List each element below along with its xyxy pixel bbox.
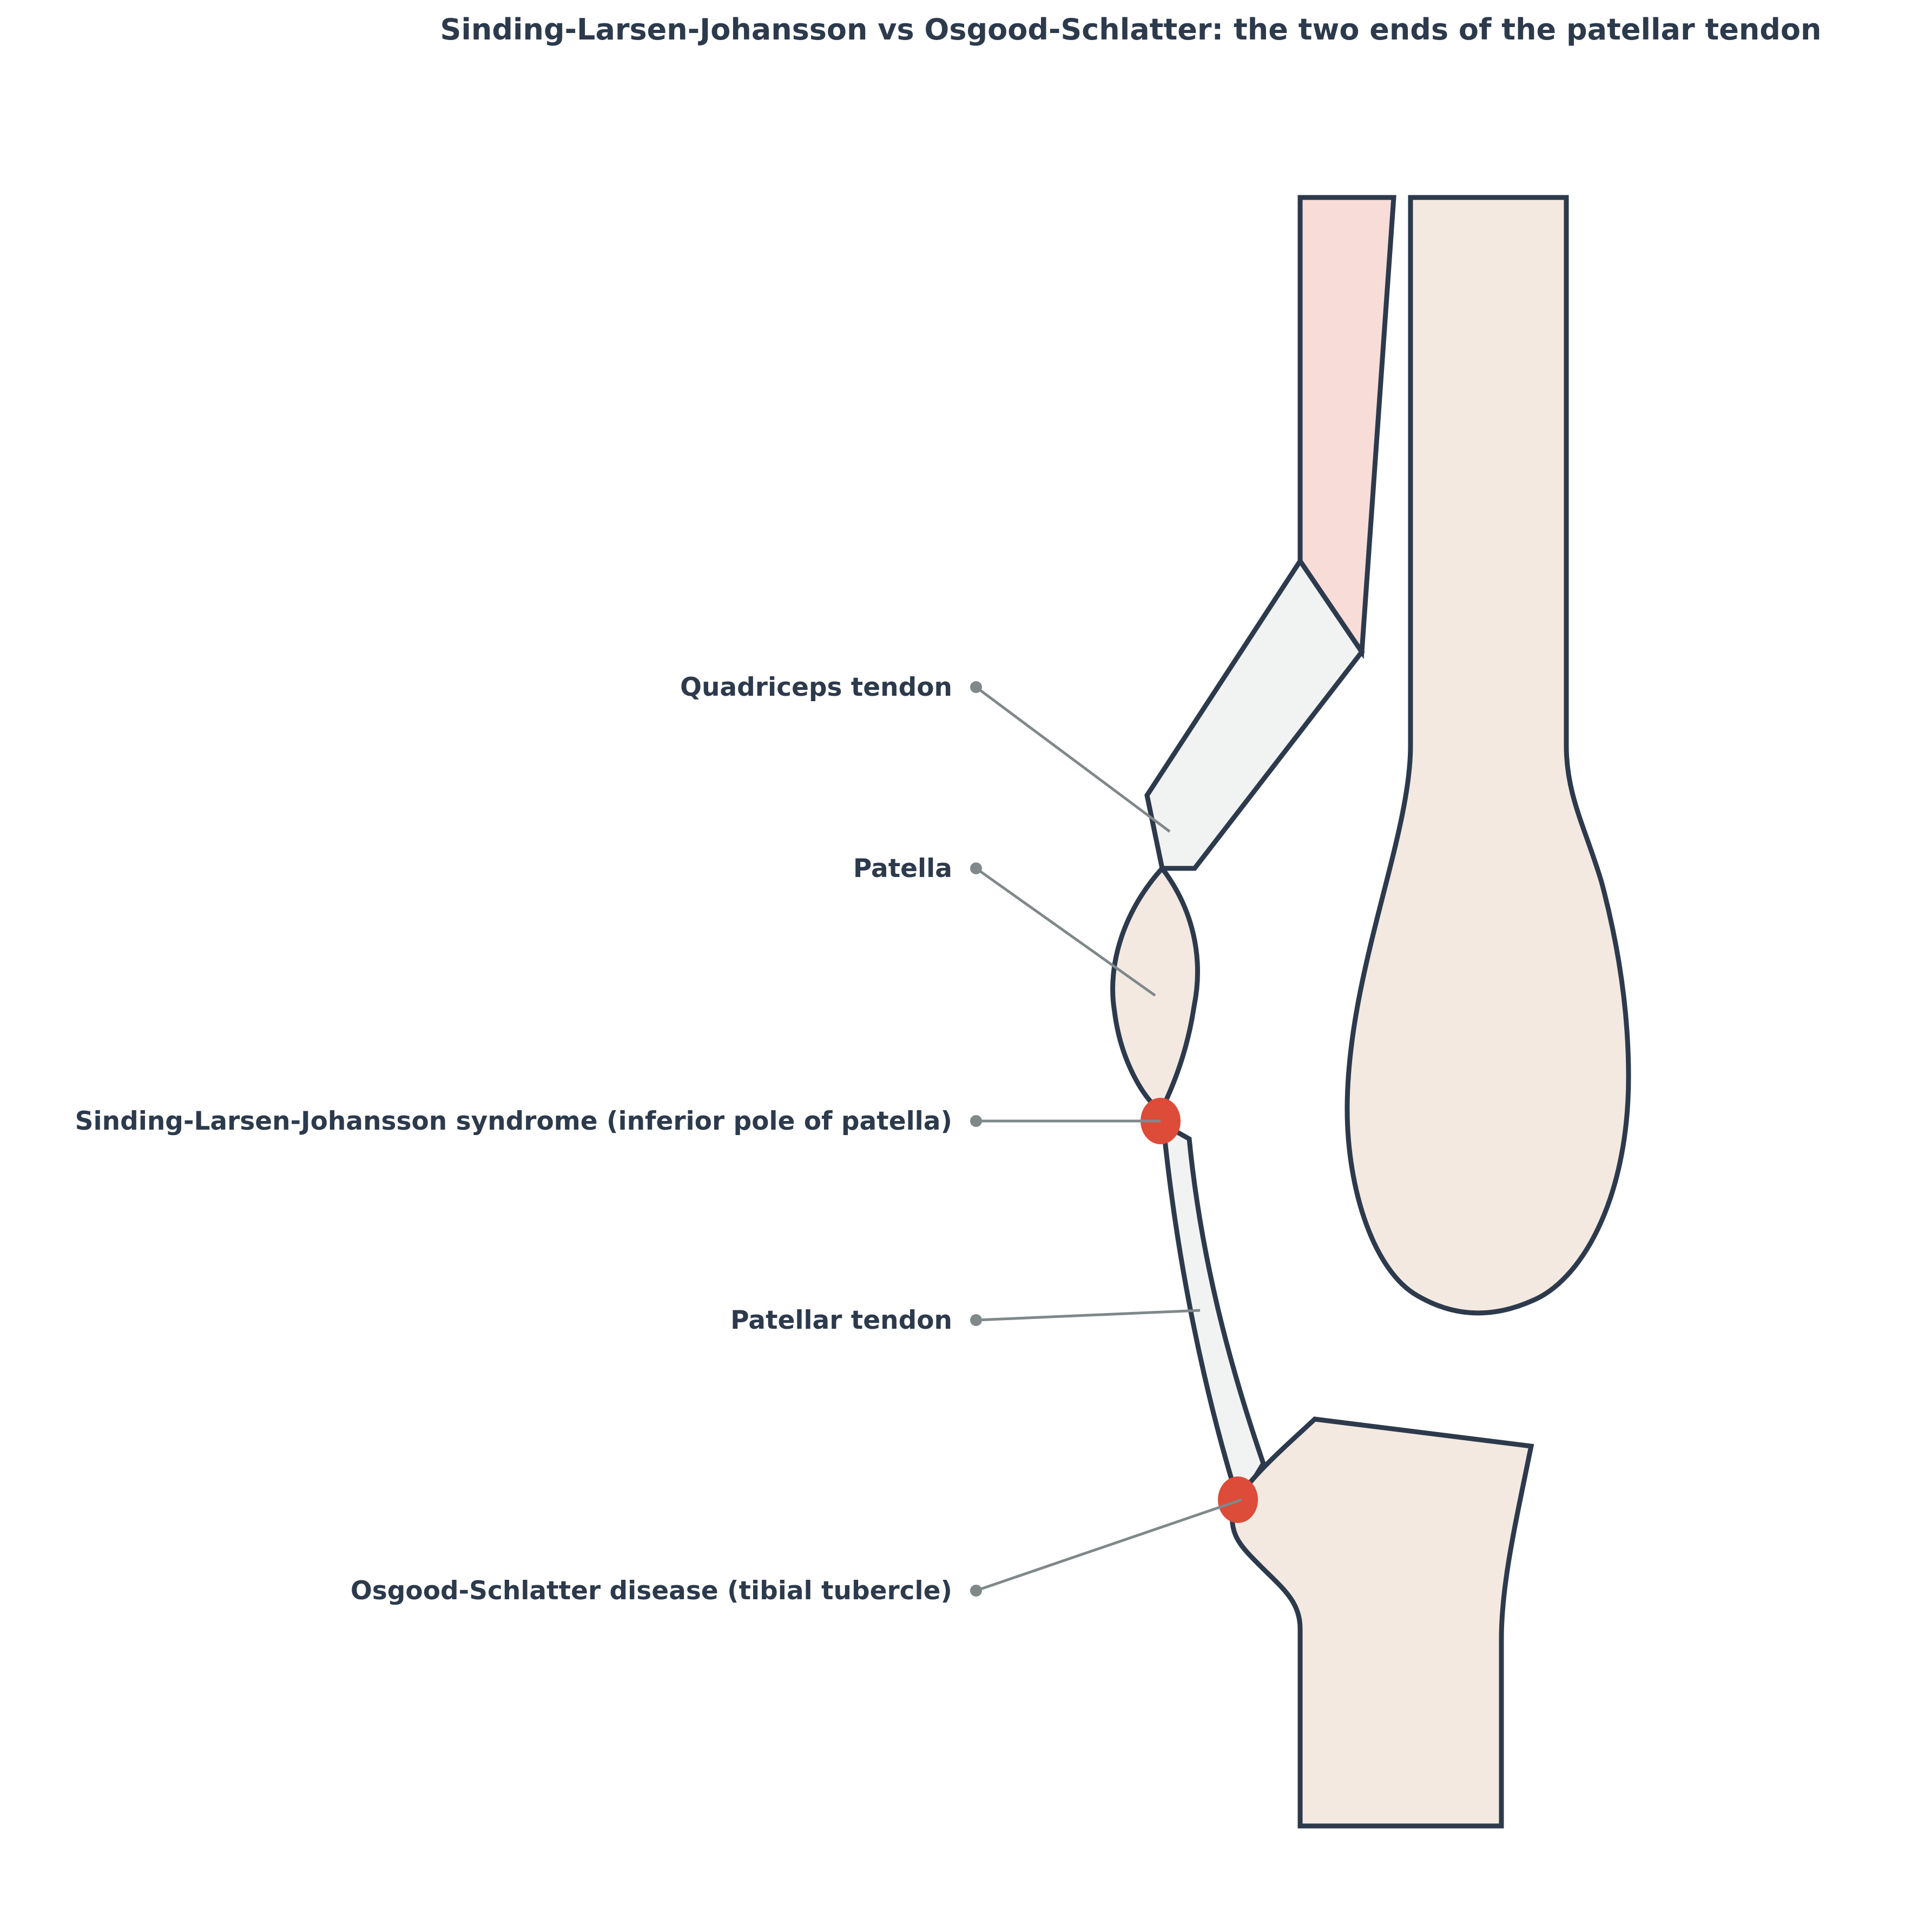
osgood-anchor-dot — [970, 1585, 982, 1597]
quadriceps-tendon-leader — [975, 685, 1171, 833]
patellar-tendon-anchor-dot — [970, 1314, 982, 1326]
patellar-tendon-label: Patellar tendon — [730, 1305, 952, 1335]
tibia — [1229, 1416, 1534, 1829]
patella-leader — [975, 867, 1156, 997]
osgood-leader — [976, 1498, 1242, 1592]
slj-anchor-dot — [970, 1115, 982, 1127]
quadriceps-tendon-anchor-dot — [970, 681, 982, 693]
patella-anchor-dot — [970, 862, 982, 874]
quadriceps-tendon — [1144, 556, 1365, 871]
diagram-title: Sinding-Larsen-Johansson vs Osgood-Schla… — [440, 12, 1822, 47]
patella — [1110, 864, 1200, 1116]
quadriceps-tendon-label: Quadriceps tendon — [680, 672, 952, 702]
osgood-schlatter-label: Osgood-Schlatter disease (tibial tubercl… — [351, 1576, 952, 1606]
slj-syndrome-label: Sinding-Larsen-Johansson syndrome (infer… — [75, 1106, 952, 1136]
patellar-tendon — [1160, 1119, 1266, 1510]
patellar-tendon-leader — [976, 1309, 1201, 1322]
patella-label: Patella — [853, 854, 952, 883]
femur — [1344, 195, 1631, 1316]
